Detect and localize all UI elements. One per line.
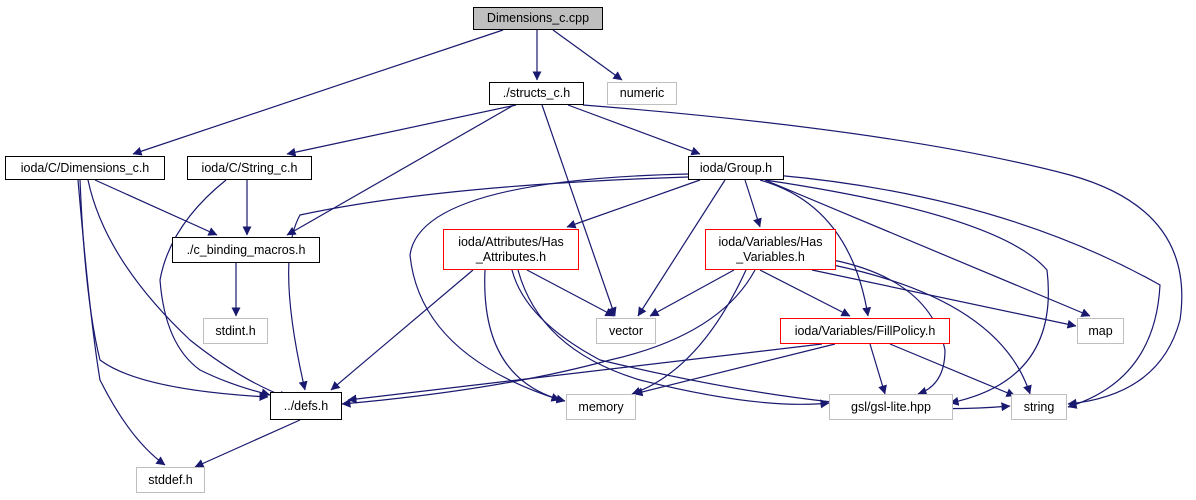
node-gsl-lite-hpp[interactable]: gsl/gsl-lite.hpp <box>829 394 953 420</box>
edge-structs_c-to-vector <box>541 104 617 317</box>
edge-has_attributes-to-memory <box>484 269 566 404</box>
edge-ioda_group-to-string <box>774 174 1161 409</box>
edge-structs_c-to-ioda_group <box>567 104 701 156</box>
edge-ioda_dimensions_c-to-c_binding_macros <box>94 179 218 236</box>
edge-ioda_group-to-has_attributes <box>566 179 701 229</box>
node-map[interactable]: map <box>1077 318 1124 344</box>
edge-dimensions_cpp-to-ioda_dimensions_c <box>132 29 504 156</box>
edge-fillpolicy-to-defs <box>347 343 823 404</box>
node-stddef-h[interactable]: stddef.h <box>136 467 205 493</box>
edge-ioda_group-to-has_variables <box>744 179 762 228</box>
node-stdint-h[interactable]: stdint.h <box>203 318 268 344</box>
node-memory[interactable]: memory <box>566 394 636 420</box>
edge-ioda_group-to-memory <box>409 173 689 402</box>
edge-structs_c-to-ioda_string_c <box>286 104 517 157</box>
node-defs-h[interactable]: ../defs.h <box>270 392 342 420</box>
edge-has_attributes-to-defs <box>330 269 474 391</box>
edge-ioda_dimensions_c-to-defs <box>87 179 289 400</box>
edge-fillpolicy-to-string <box>889 343 1016 397</box>
edge-ioda_group-to-defs <box>288 176 689 391</box>
edge-defs-to-stddef <box>194 419 301 468</box>
edge-has_attributes-to-vector <box>526 269 615 317</box>
edge-ioda_dimensions_c-to-defs <box>79 179 269 402</box>
edge-fillpolicy-to-memory <box>633 343 836 397</box>
edge-ioda_group-to-fillpolicy <box>759 179 872 317</box>
edge-has_variables-to-fillpolicy <box>759 269 851 317</box>
edge-has_attributes-to-gsl_lite <box>517 269 830 409</box>
edge-has_variables-to-vector <box>649 269 735 317</box>
edge-ioda_group-to-vector <box>637 179 726 317</box>
edge-ioda_group-to-map <box>764 179 1091 317</box>
node-ioda-c-dimensions-c-h[interactable]: ioda/C/Dimensions_c.h <box>5 156 165 180</box>
node-c-binding-macros-h[interactable]: ./c_binding_macros.h <box>172 237 320 263</box>
edge-has_variables-to-memory <box>631 269 747 396</box>
edge-structs_c-to-c_binding_macros <box>286 104 515 236</box>
edge-has_variables-to-string <box>832 264 1032 395</box>
edge-ioda_group-to-gsl_lite <box>764 179 1049 406</box>
node-vector[interactable]: vector <box>596 318 656 344</box>
node-ioda-group-h[interactable]: ioda/Group.h <box>688 156 784 180</box>
node-ioda-c-string-c-h[interactable]: ioda/C/String_c.h <box>187 156 312 180</box>
edge-fillpolicy-to-gsl_lite <box>869 343 887 395</box>
edge-dimensions_cpp-to-numeric <box>552 29 623 81</box>
node-string[interactable]: string <box>1011 394 1067 420</box>
edge-ioda_dimensions_c-to-stddef <box>77 179 166 466</box>
node-structs-c-h[interactable]: ./structs_c.h <box>489 82 584 105</box>
node-has-variables-h[interactable]: ioda/Variables/Has _Variables.h <box>705 229 836 270</box>
edge-has_variables-to-map <box>811 269 1077 329</box>
edge-has_variables-to-defs <box>341 269 756 408</box>
node-numeric[interactable]: numeric <box>607 82 677 105</box>
edge-ioda_string_c-to-defs <box>159 179 271 398</box>
node-fillpolicy-h[interactable]: ioda/Variables/FillPolicy.h <box>780 318 950 344</box>
node-dimensions-c-cpp[interactable]: Dimensions_c.cpp <box>473 7 603 30</box>
node-has-attributes-h[interactable]: ioda/Attributes/Has _Attributes.h <box>443 229 579 270</box>
edge-structs_c-to-string <box>582 104 1183 408</box>
